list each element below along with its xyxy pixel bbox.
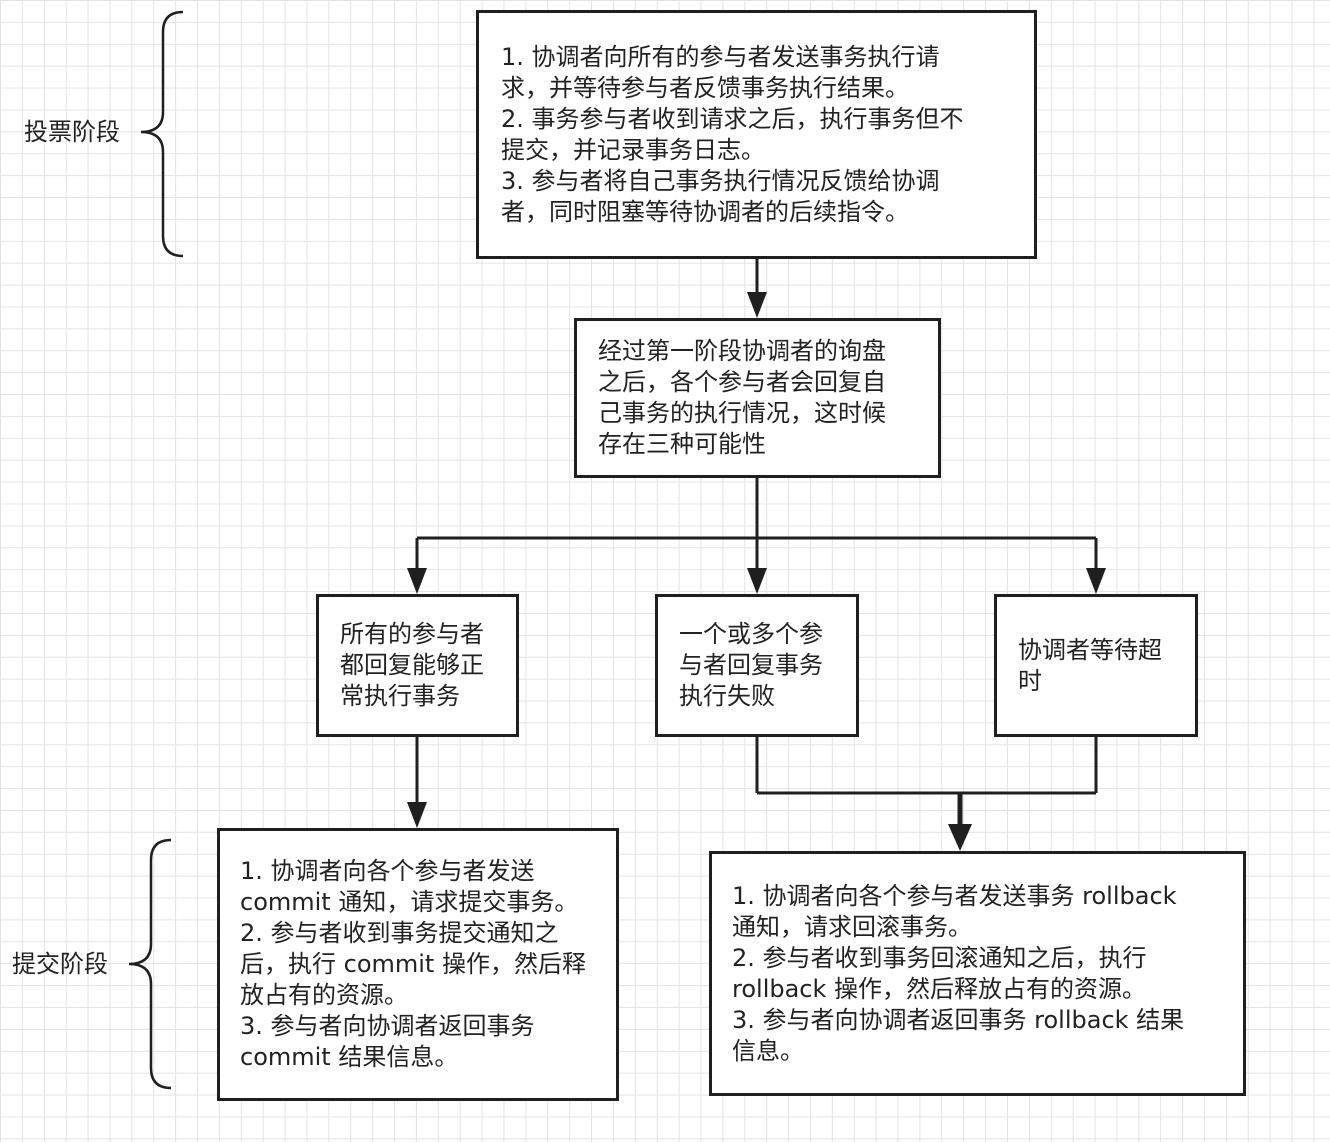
box-line: 1. 协调者向各个参与者发送事务 rollback [732, 881, 1177, 910]
box-line: 存在三种可能性 [598, 430, 766, 458]
box-line: 都回复能够正 [340, 651, 484, 679]
box-line: 时 [1018, 666, 1042, 695]
box-line: 1. 协调者向所有的参与者发送事务执行请 [501, 42, 940, 71]
box-line: commit 结果信息。 [240, 1043, 459, 1071]
box-some-failed: 一个或多个参 与者回复事务 执行失败 [655, 594, 859, 737]
box-vote-steps: 1. 协调者向所有的参与者发送事务执行请 求，并等待参与者反馈事务执行结果。 2… [476, 10, 1037, 259]
box-line: 者，同时阻塞等待协调者的后续指令。 [501, 197, 909, 226]
arrow-head-right [1086, 568, 1106, 594]
box-after-inquiry: 经过第一阶段协调者的询盘 之后，各个参与者会回复自 己事务的执行情况，这时候 存… [574, 318, 941, 478]
box-line: 之后，各个参与者会回复自 [598, 368, 886, 396]
box-all-ok: 所有的参与者 都回复能够正 常执行事务 [316, 594, 519, 737]
box-line: 一个或多个参 [679, 620, 823, 648]
arrow-head-rollback [948, 824, 972, 851]
box-rollback-steps: 1. 协调者向各个参与者发送事务 rollback 通知，请求回滚事务。 2. … [709, 851, 1246, 1096]
box-line: 所有的参与者 [340, 620, 484, 648]
box-line: 2. 参与者收到事务提交通知之 [240, 919, 559, 947]
arrow-head-left [407, 568, 427, 594]
box-timeout: 协调者等待超 时 [994, 594, 1198, 737]
brace-commit [128, 838, 172, 1090]
arrow-head-center [747, 568, 767, 594]
box-line: 己事务的执行情况，这时候 [598, 399, 886, 427]
box-line: 经过第一阶段协调者的询盘 [598, 337, 886, 365]
box-line: 与者回复事务 [679, 651, 823, 679]
box-line: 提交，并记录事务日志。 [501, 135, 765, 164]
arrow-head-1 [747, 292, 767, 318]
brace-voting [140, 10, 184, 258]
arrow-head-commit [407, 802, 427, 828]
box-line: 协调者等待超 [1018, 635, 1162, 664]
box-line: rollback 操作，然后释放占有的资源。 [732, 974, 1147, 1003]
stage-label-commit: 提交阶段 [12, 950, 108, 978]
stage-label-voting: 投票阶段 [24, 118, 120, 146]
box-line: 1. 协调者向各个参与者发送 [240, 857, 535, 885]
box-line: 常执行事务 [340, 682, 460, 710]
box-line: 信息。 [732, 1036, 804, 1065]
box-line: 后，执行 commit 操作，然后释 [240, 950, 586, 978]
box-line: 放占有的资源。 [240, 981, 408, 1009]
box-line: commit 通知，请求提交事务。 [240, 888, 579, 916]
box-line: 求，并等待参与者反馈事务执行结果。 [501, 73, 909, 102]
box-line: 执行失败 [679, 682, 775, 710]
box-line: 通知，请求回滚事务。 [732, 912, 972, 941]
box-line: 3. 参与者向协调者返回事务 [240, 1012, 535, 1040]
box-line: 2. 参与者收到事务回滚通知之后，执行 [732, 943, 1147, 972]
box-line: 3. 参与者将自己事务执行情况反馈给协调 [501, 166, 940, 195]
box-line: 2. 事务参与者收到请求之后，执行事务但不 [501, 104, 964, 133]
box-commit-steps: 1. 协调者向各个参与者发送 commit 通知，请求提交事务。 2. 参与者收… [217, 828, 619, 1101]
box-line: 3. 参与者向协调者返回事务 rollback 结果 [732, 1005, 1185, 1034]
